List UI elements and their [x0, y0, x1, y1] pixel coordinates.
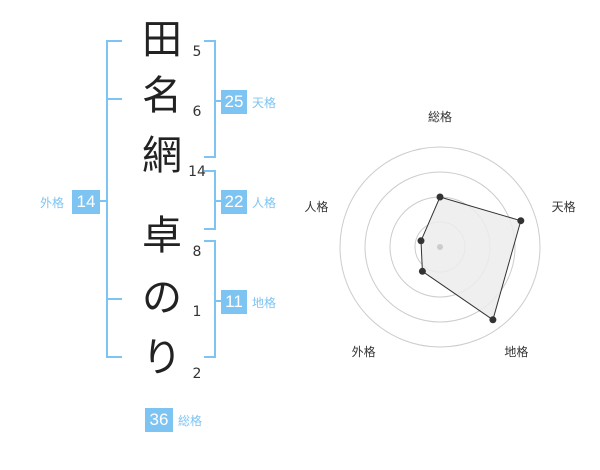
- radar-point: [517, 217, 525, 225]
- radar-point: [418, 267, 426, 275]
- radar-point: [417, 237, 425, 245]
- name-char-5: の: [142, 275, 182, 321]
- radar-ring: [339, 146, 541, 348]
- chikaku-label: 地格: [252, 296, 277, 310]
- stroke-count-5: 1: [192, 304, 202, 320]
- radar-point: [436, 193, 444, 201]
- gaikaku-label: 外格: [40, 196, 65, 210]
- tenkaku-label: 天格: [252, 96, 277, 110]
- stroke-count-2: 6: [192, 104, 202, 120]
- name-char-6: り: [142, 335, 182, 381]
- name-char-1: 田: [142, 17, 182, 63]
- name-char-2: 名: [142, 73, 182, 119]
- radar-axis-label: 人格: [304, 199, 329, 214]
- radar-axis-label: 地格: [504, 345, 529, 360]
- stroke-count-1: 5: [192, 44, 202, 60]
- gaikaku-value: 14: [72, 190, 100, 214]
- radar-point: [489, 316, 497, 324]
- soukaku-value: 36: [145, 408, 173, 432]
- radar-ring: [364, 171, 516, 323]
- radar-axis-label: 天格: [551, 199, 576, 214]
- tenkaku-value: 25: [221, 90, 247, 114]
- soukaku-label: 総格: [178, 414, 203, 428]
- jinkaku-label: 人格: [252, 196, 277, 210]
- name-char-4: 卓: [142, 213, 182, 259]
- stroke-count-4: 8: [192, 244, 202, 260]
- stroke-count-6: 2: [192, 366, 202, 382]
- radar-center: [437, 244, 443, 250]
- name-char-3: 網: [142, 133, 182, 179]
- radar-series-polygon: [420, 196, 522, 321]
- chikaku-value: 11: [221, 290, 247, 314]
- stroke-count-3: 14: [188, 164, 206, 180]
- radar-axis-label: 総格: [428, 110, 453, 124]
- jinkaku-value: 22: [221, 190, 247, 214]
- radar-axis-label: 外格: [351, 345, 376, 360]
